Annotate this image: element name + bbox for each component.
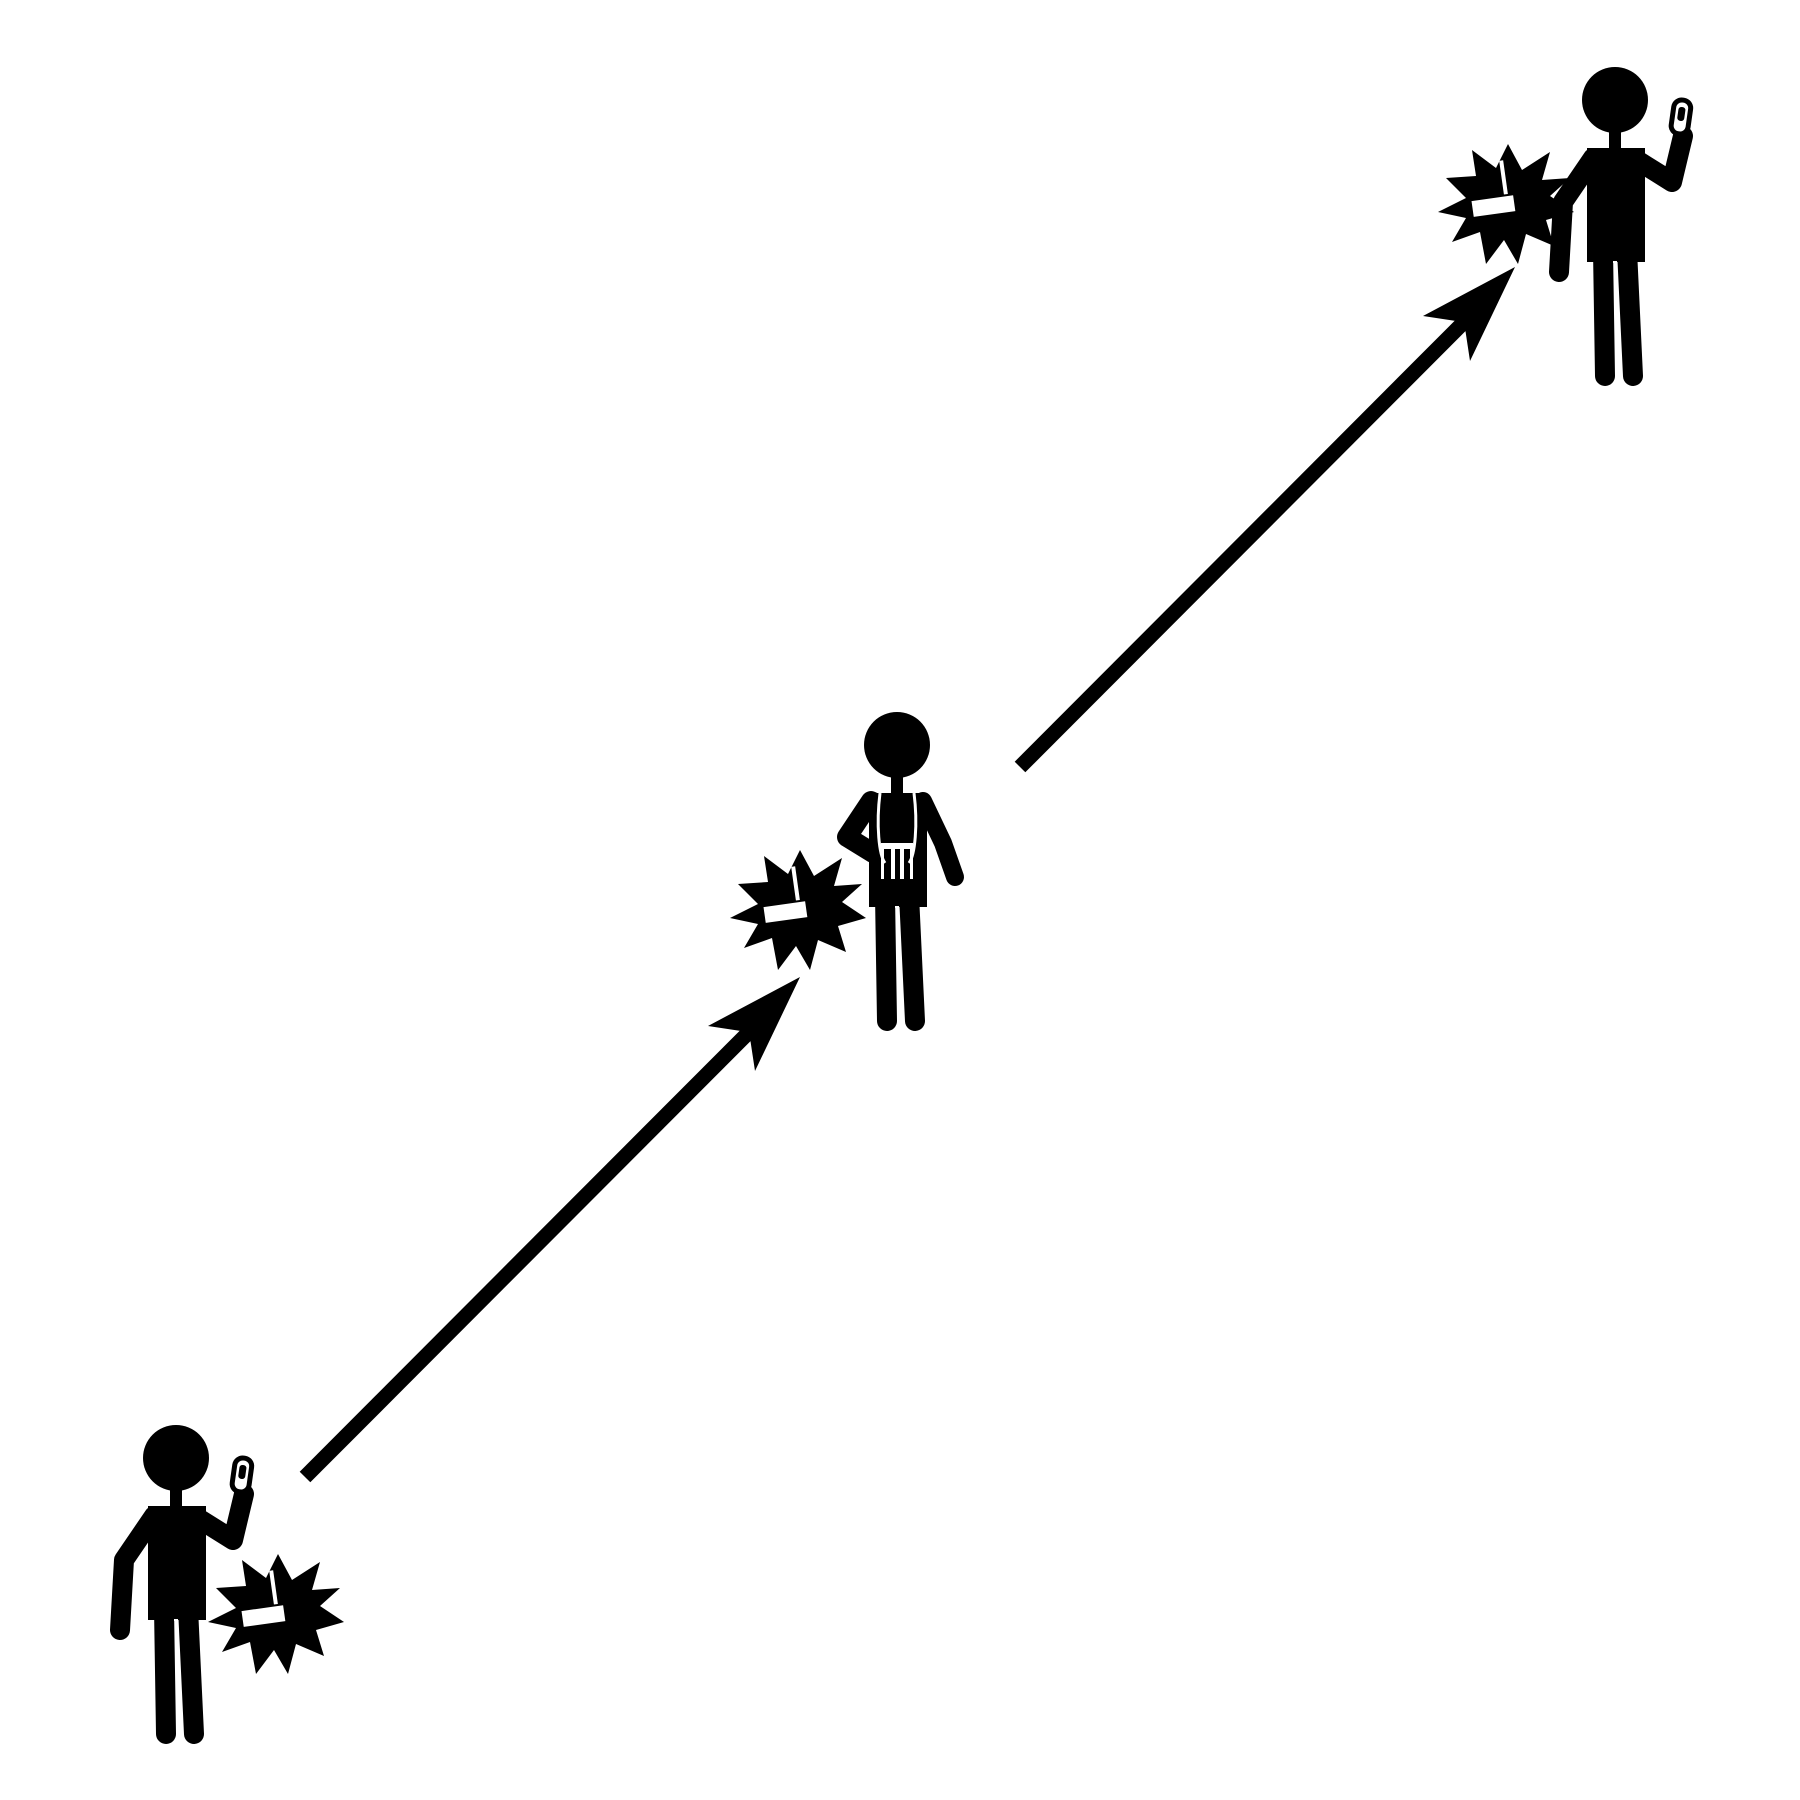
- person-silhouette-icon: [120, 1425, 253, 1734]
- person-silhouette-icon: [1559, 67, 1692, 376]
- bandage-burst-icon: [208, 1554, 344, 1674]
- person-silhouette-icon: [847, 712, 955, 1021]
- bandage-burst-icon: [730, 850, 866, 970]
- flow-arrow-icon: [299, 977, 800, 1483]
- flow-arrow-icon: [1014, 267, 1515, 773]
